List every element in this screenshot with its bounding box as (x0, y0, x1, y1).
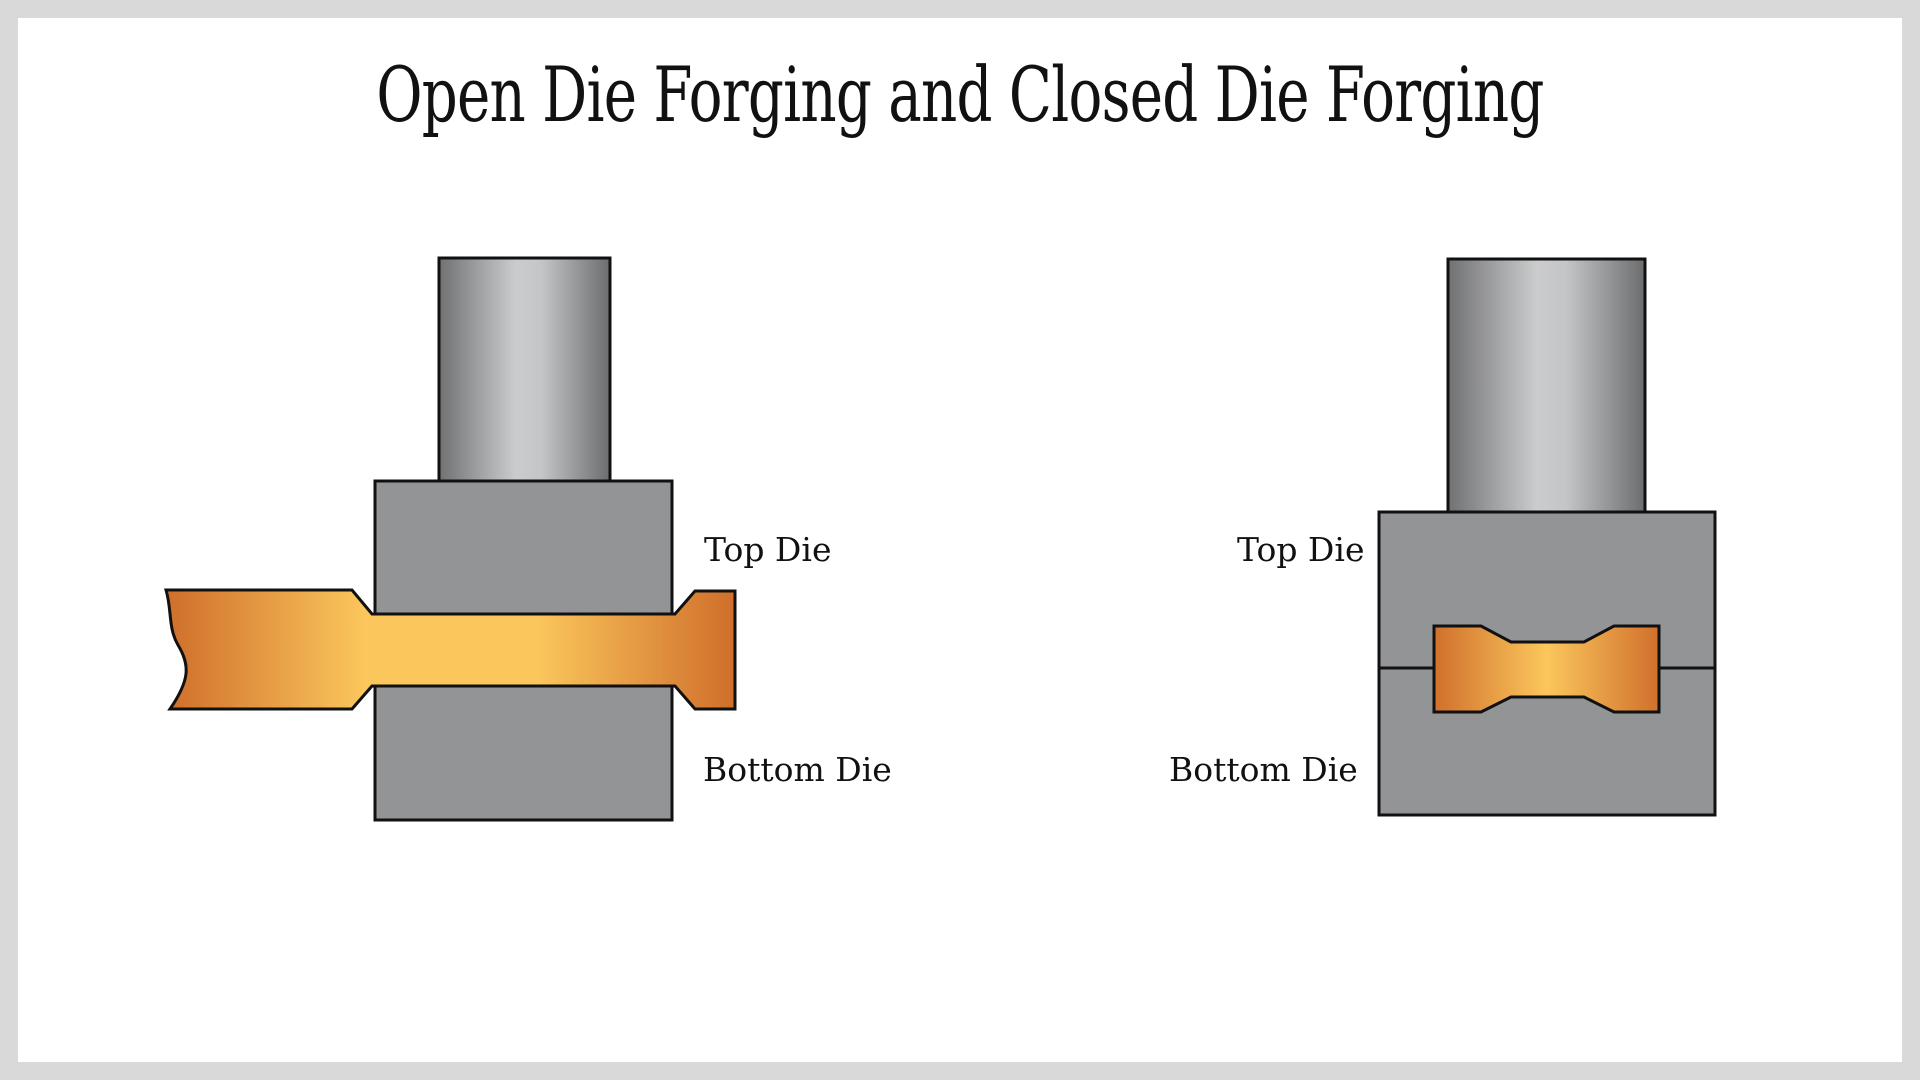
open-top-die-label: Top Die (704, 530, 832, 569)
open-die-top-die (373, 479, 674, 616)
closed-bottom-die-label: Bottom Die (1169, 750, 1358, 789)
closed-die-ram (1446, 257, 1647, 514)
open-bottom-die-label: Bottom Die (703, 750, 892, 789)
closed-die-workpiece (1432, 624, 1661, 714)
closed-top-die-label: Top Die (1237, 530, 1365, 569)
closed-die-group (1377, 257, 1717, 817)
page-title: Open Die Forging and Closed Die Forging (376, 50, 1544, 139)
open-die-bottom-die (373, 684, 674, 822)
open-die-workpiece (163, 588, 737, 711)
open-die-group (163, 256, 737, 822)
open-die-ram (437, 256, 612, 483)
